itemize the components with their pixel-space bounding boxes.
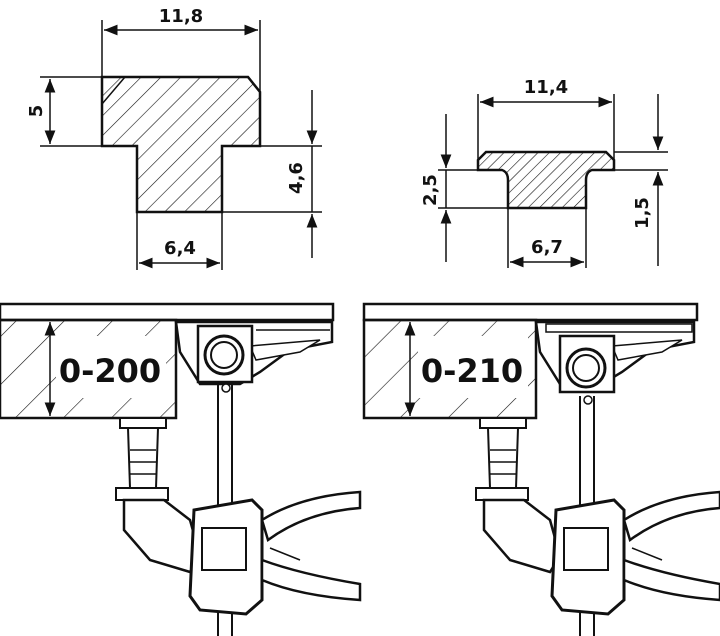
profile-large-section bbox=[100, 75, 262, 214]
dim-label-4-6: 4,6 bbox=[286, 162, 307, 194]
lower-jaw-right bbox=[482, 498, 562, 574]
profile-small: 11,4 2,5 1,5 6,7 bbox=[420, 77, 668, 268]
dim-label-6-7: 6,7 bbox=[531, 237, 563, 258]
dim-stem-width-large: 6,4 bbox=[136, 212, 223, 270]
dim-label-1-5: 1,5 bbox=[632, 197, 653, 229]
guide-rail-right bbox=[362, 302, 699, 322]
dim-top-width-large: 11,8 bbox=[101, 6, 261, 92]
lower-jaw-left bbox=[122, 498, 202, 574]
dim-stem-width-small: 6,7 bbox=[507, 208, 587, 268]
clamp-range-label-left: 0-200 bbox=[59, 352, 161, 390]
lower-lever-right bbox=[622, 558, 720, 602]
dim-height-right-small: 1,5 bbox=[592, 94, 668, 266]
dim-label-2-5: 2,5 bbox=[420, 174, 441, 206]
dim-top-width-small: 11,4 bbox=[477, 77, 615, 160]
upper-lever-left bbox=[260, 490, 362, 543]
clamp-assembly-right: 0-210 bbox=[362, 302, 720, 636]
guide-rail-left bbox=[0, 302, 335, 322]
upper-lever-right bbox=[622, 490, 720, 543]
dim-label-11-4: 11,4 bbox=[524, 77, 568, 98]
profile-large: 11,8 5 4,6 6,4 bbox=[26, 6, 322, 270]
lower-lever-left bbox=[260, 558, 362, 602]
dim-height-top-large: 5 bbox=[26, 76, 102, 147]
profile-small-section bbox=[476, 150, 616, 210]
dim-height-left-small: 2,5 bbox=[420, 114, 508, 262]
clamp-assembly-left: 0-200 bbox=[0, 302, 362, 636]
dim-label-6-4: 6,4 bbox=[164, 238, 196, 259]
dim-label-11-8: 11,8 bbox=[159, 6, 203, 27]
dim-height-stem-large: 4,6 bbox=[222, 90, 322, 258]
clamp-range-label-right: 0-210 bbox=[421, 352, 523, 390]
dim-label-5: 5 bbox=[26, 105, 47, 118]
